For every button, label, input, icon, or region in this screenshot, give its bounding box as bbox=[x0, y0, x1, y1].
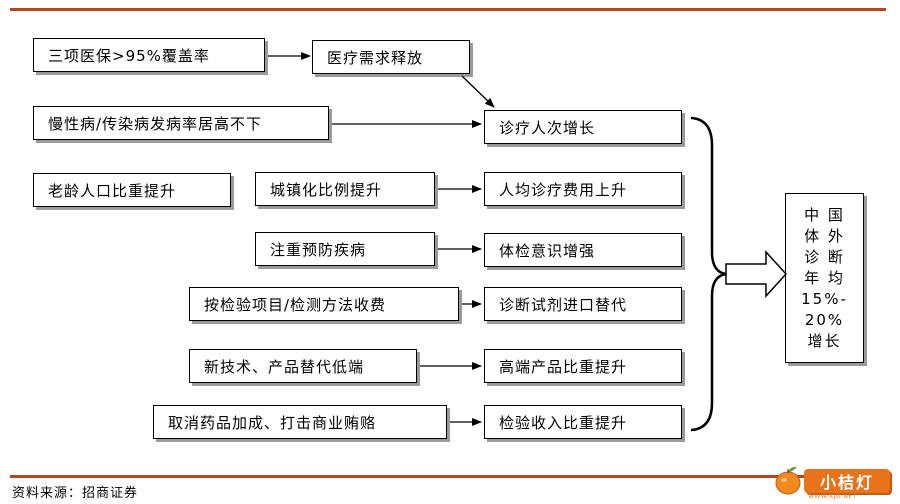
node-medical-demand: 医疗需求释放 bbox=[312, 40, 470, 74]
result-line: 15%- bbox=[801, 289, 848, 308]
node-aging-population: 老龄人口比重提升 bbox=[33, 173, 231, 207]
watermark-name: 小桔灯 bbox=[804, 469, 890, 493]
node-new-tech: 新技术、产品替代低端 bbox=[189, 349, 417, 383]
watermark-logo: 小桔灯 WWW.XJD.NET bbox=[768, 464, 894, 500]
result-line: 体 外 bbox=[804, 226, 845, 245]
node-urbanization: 城镇化比例提升 bbox=[255, 172, 435, 206]
source-note: 资料来源：招商证券 bbox=[12, 486, 139, 501]
result-line: 中 国 bbox=[804, 205, 845, 224]
top-rule bbox=[10, 8, 886, 11]
node-cancel-markup: 取消药品加成、打击商业贿赂 bbox=[153, 405, 447, 439]
node-lab-revenue-share: 检验收入比重提升 bbox=[484, 405, 682, 439]
arrow-demand-to-visits bbox=[461, 75, 495, 108]
result-line: 20% bbox=[804, 310, 845, 329]
node-insurance-coverage: 三项医保>95%覆盖率 bbox=[33, 38, 265, 72]
right-brace bbox=[690, 116, 727, 432]
node-fee-by-item: 按检验项目/检测方法收费 bbox=[189, 287, 459, 321]
result-line: 增长 bbox=[807, 331, 842, 350]
node-disease-prevention: 注重预防疾病 bbox=[255, 232, 435, 266]
orange-icon bbox=[775, 466, 801, 495]
node-visits-growth: 诊疗人次增长 bbox=[484, 110, 682, 144]
watermark-url: WWW.XJD.NET bbox=[808, 493, 857, 500]
result-line: 诊 断 bbox=[804, 247, 845, 266]
node-cost-per-visit: 人均诊疗费用上升 bbox=[484, 172, 682, 206]
node-high-end-share: 高端产品比重提升 bbox=[484, 349, 682, 383]
brace-to-result-arrow bbox=[725, 250, 788, 298]
node-import-substitution: 诊断试剂进口替代 bbox=[484, 287, 682, 321]
node-ivd-growth-result: 中 国 体 外 诊 断 年 均 15%- 20% 增长 bbox=[785, 193, 864, 363]
node-disease-incidence: 慢性病/传染病发病率居高不下 bbox=[33, 106, 329, 140]
result-line: 年 均 bbox=[804, 268, 845, 287]
bottom-rule bbox=[10, 475, 886, 478]
node-checkup-awareness: 体检意识增强 bbox=[484, 233, 682, 267]
